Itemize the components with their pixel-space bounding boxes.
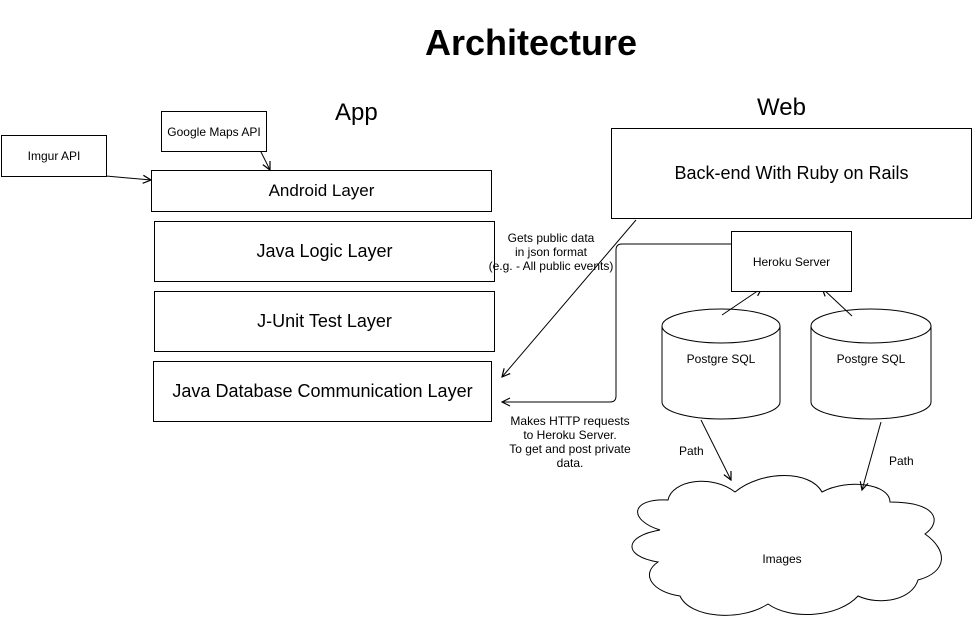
private-data-note: Makes HTTP requests to Heroku Server. To… <box>495 414 645 470</box>
private-note-line-3: To get and post private <box>509 442 631 456</box>
android-layer-label: Android Layer <box>268 181 375 200</box>
public-note-line-3: (e.g. - All public events) <box>488 259 614 273</box>
db-communication-layer-box: Java Database Communication Layer <box>153 361 492 422</box>
postgres-db-1-label: Postgre SQL <box>686 352 756 366</box>
heroku-server-box: Heroku Server <box>731 231 852 292</box>
backend-rails-box: Back-end With Ruby on Rails <box>611 128 972 219</box>
path-label-2: Path <box>889 454 914 468</box>
arrow-imgur-to-android <box>105 176 151 180</box>
postgres-db-1-shape <box>661 308 781 420</box>
section-web-label: Web <box>757 94 806 121</box>
path-label-1: Path <box>679 444 704 458</box>
google-maps-api-box: Google Maps API <box>161 111 267 152</box>
google-maps-api-label: Google Maps API <box>167 124 261 139</box>
junit-test-layer-box: J-Unit Test Layer <box>154 291 495 352</box>
imgur-api-label: Imgur API <box>27 149 81 163</box>
arrow-heroku-to-dbcomm <box>502 243 732 402</box>
heroku-server-label: Heroku Server <box>752 254 831 269</box>
images-cloud-shape <box>631 475 942 616</box>
postgres-db-2-shape <box>810 308 932 420</box>
private-note-line-2: to Heroku Server. <box>523 428 617 442</box>
backend-rails-label: Back-end With Ruby on Rails <box>674 163 909 183</box>
postgres-db-2-label: Postgre SQL <box>836 352 906 366</box>
arrow-db1-to-heroku <box>721 288 762 316</box>
private-note-line-1: Makes HTTP requests <box>510 414 630 428</box>
private-note-line-4: data. <box>556 456 584 470</box>
section-app-label: App <box>335 99 378 126</box>
db-communication-layer-label: Java Database Communication Layer <box>172 381 473 401</box>
diagram-title: Architecture <box>424 22 638 63</box>
public-note-line-1: Gets public data <box>507 231 595 245</box>
android-layer-box: Android Layer <box>151 170 492 212</box>
public-data-note: Gets public data in json format (e.g. - … <box>480 231 622 273</box>
images-label: Images <box>762 552 802 566</box>
arrow-db2-to-images <box>862 421 882 490</box>
arrow-db2-to-heroku <box>822 288 853 317</box>
java-logic-layer-box: Java Logic Layer <box>154 221 495 282</box>
junit-test-layer-label: J-Unit Test Layer <box>257 311 392 331</box>
arrow-backend-to-dbcomm <box>502 219 637 377</box>
arrow-db1-to-images <box>700 419 731 480</box>
public-note-line-2: in json format <box>514 245 588 259</box>
imgur-api-box: Imgur API <box>1 135 107 177</box>
java-logic-layer-label: Java Logic Layer <box>256 241 393 261</box>
